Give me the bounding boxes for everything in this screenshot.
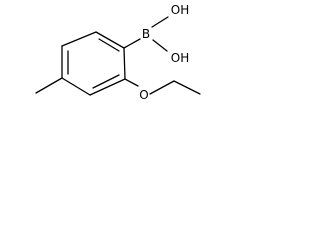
ring-double-bond-inner-bottom (92, 74, 120, 89)
ring-bond-3-4 (123, 47, 126, 80)
boron-lower-oh-bond (152, 39, 168, 52)
ring-bond-4-5 (89, 78, 126, 96)
ether-oxygen-label: O (139, 88, 148, 102)
ring-bond-2-3 (95, 31, 125, 49)
oxygen-ethyl-bond (149, 80, 175, 95)
chemical-structure: B OH OH O (35, 3, 201, 102)
ethyl-cc-bond (173, 80, 201, 95)
ring-double-bond-inner-top (98, 38, 120, 52)
methyl-bond (35, 77, 63, 94)
ring-bond-1-2 (61, 31, 97, 47)
ring-boron-bond (123, 38, 141, 49)
hydroxyl-upper-label: OH (171, 3, 189, 17)
ring-oxygen-bond (124, 78, 139, 87)
hydroxyl-lower-label: OH (171, 51, 189, 65)
ring-bond-5-6 (61, 77, 91, 96)
boron-label: B (142, 27, 150, 41)
boron-upper-oh-bond (151, 16, 169, 28)
